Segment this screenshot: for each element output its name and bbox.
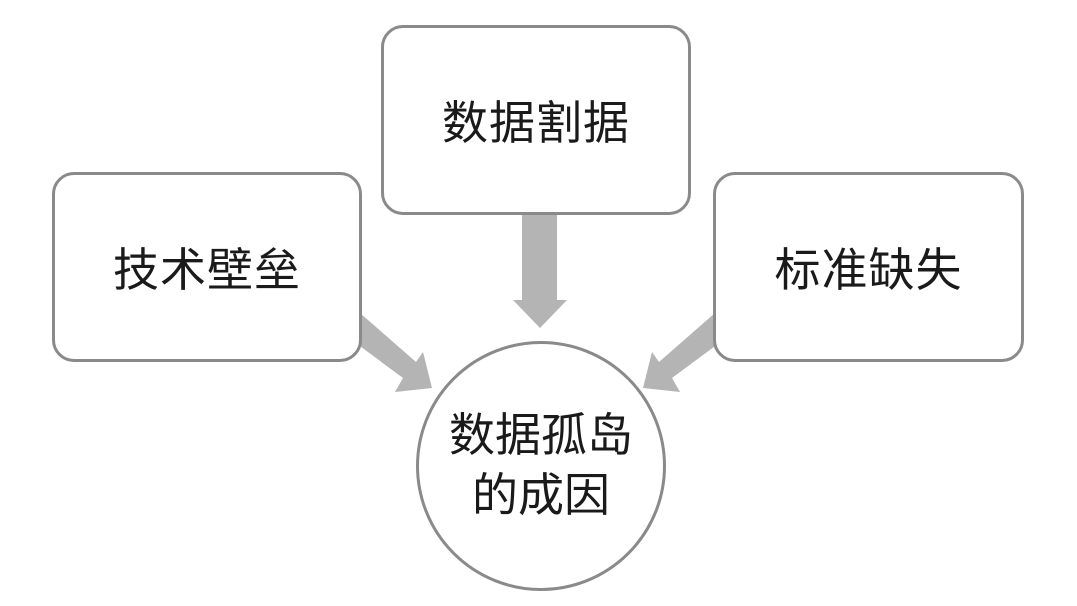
- arrow-left-to-center: [345, 313, 432, 392]
- cause-box-missing-standards: 标准缺失: [713, 172, 1024, 362]
- cause-label-top: 数据割据: [442, 96, 630, 150]
- center-circle-data-silo-causes: 数据孤岛 的成因: [416, 341, 666, 591]
- cause-label-left: 技术壁垒: [113, 243, 301, 297]
- arrow-right-to-center: [643, 313, 730, 392]
- center-label-line2: 的成因: [472, 468, 610, 522]
- cause-box-data-fragmentation: 数据割据: [381, 25, 691, 215]
- cause-box-technical-barriers: 技术壁垒: [52, 172, 362, 362]
- center-label-line1: 数据孤岛: [449, 408, 633, 463]
- cause-label-right: 标准缺失: [774, 243, 963, 297]
- arrow-top-to-center: [513, 210, 567, 328]
